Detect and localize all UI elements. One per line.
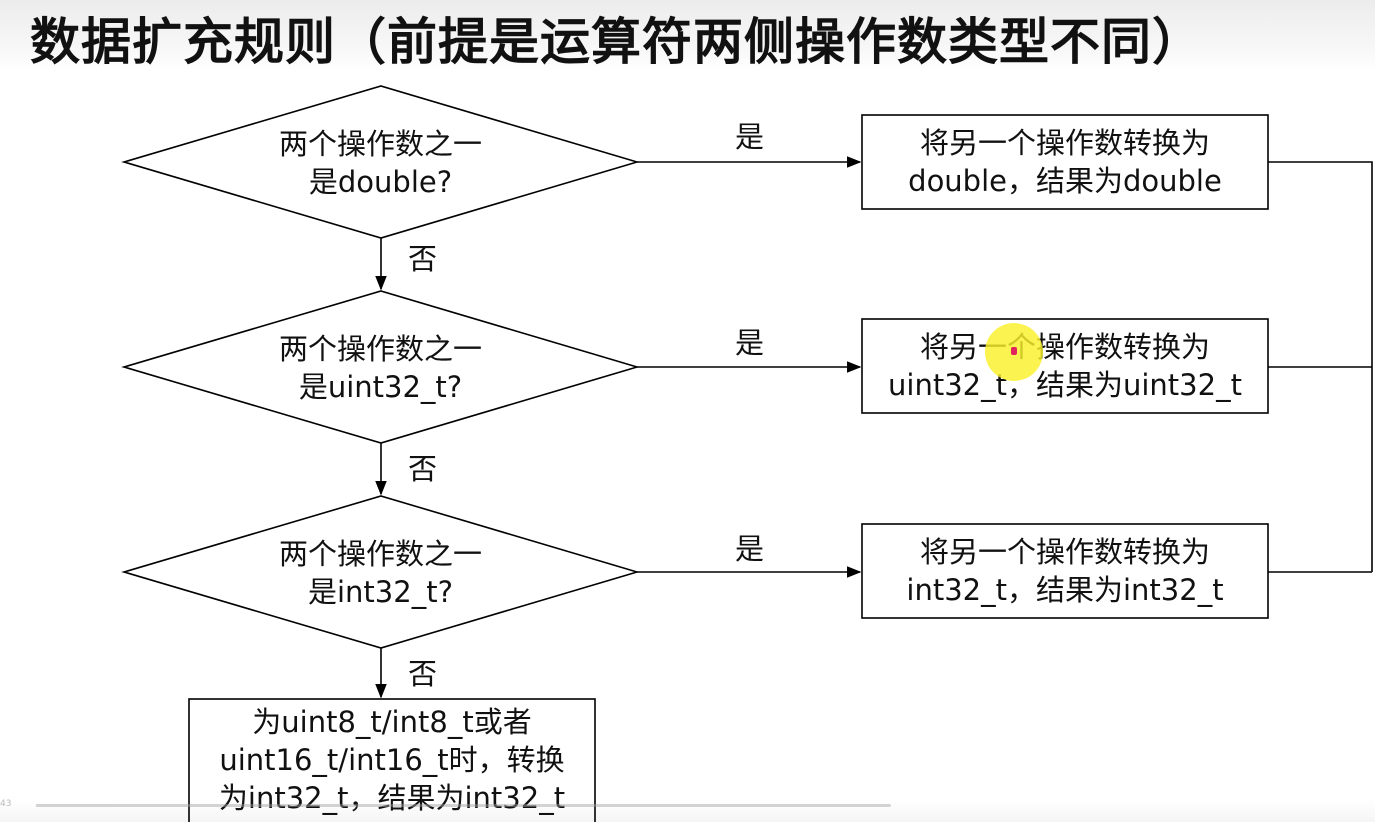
decision-2-line2: 是uint32_t? — [298, 370, 463, 404]
title-bar: 数据扩充规则（前提是运算符两侧操作数类型不同） — [0, 0, 1375, 72]
result-box-int32 — [861, 523, 1269, 619]
result-3-text: 将另一个操作数转换为 int32_t，结果为int32_t — [862, 533, 1268, 609]
result-2-text: 将另一个操作数转换为 uint32_t，结果为uint32_t — [862, 328, 1268, 404]
final-box-text: 为uint8_t/int8_t或者 uint16_t/int16_t时，转换 为… — [189, 703, 595, 817]
decision-3-line2: 是int32_t? — [308, 575, 453, 609]
no-label-1: 否 — [408, 242, 438, 276]
cursor-highlight — [985, 323, 1043, 381]
video-progress-bar[interactable] — [36, 804, 891, 807]
video-player-bar — [0, 800, 1375, 822]
page-title: 数据扩充规则（前提是运算符两侧操作数类型不同） — [30, 13, 1203, 71]
final-box — [188, 698, 596, 822]
no-label-3: 否 — [408, 657, 438, 691]
decision-3-line1: 两个操作数之一 — [278, 537, 482, 571]
result-2-line2: uint32_t，结果为uint32_t — [888, 368, 1242, 402]
final-line3: 为int32_t，结果为int32_t — [218, 781, 566, 815]
result-1-line1: 将另一个操作数转换为 — [919, 126, 1210, 160]
decision-1-text: 两个操作数之一 是double? — [124, 125, 637, 201]
yes-label-1: 是 — [735, 120, 765, 154]
decision-2-text: 两个操作数之一 是uint32_t? — [124, 330, 637, 406]
yes-label-2: 是 — [735, 326, 765, 360]
result-3-line1: 将另一个操作数转换为 — [919, 535, 1210, 569]
merge-connector — [1268, 161, 1373, 572]
final-line1: 为uint8_t/int8_t或者 — [252, 705, 532, 739]
result-box-double — [861, 114, 1269, 210]
result-1-line2: double，结果为double — [908, 164, 1222, 198]
result-2-line1: 将另一个操作数转换为 — [919, 330, 1210, 364]
yes-label-3: 是 — [735, 532, 765, 566]
decision-3-text: 两个操作数之一 是int32_t? — [124, 535, 637, 611]
result-3-line2: int32_t，结果为int32_t — [906, 573, 1224, 607]
time-label: 43 — [0, 799, 12, 809]
decision-1-line2: 是double? — [308, 165, 453, 199]
decision-2-line1: 两个操作数之一 — [278, 332, 482, 366]
video-progress-fill — [36, 804, 113, 807]
no-label-2: 否 — [408, 452, 438, 486]
decision-1-line1: 两个操作数之一 — [278, 127, 482, 161]
result-1-text: 将另一个操作数转换为 double，结果为double — [862, 124, 1268, 200]
final-line2: uint16_t/int16_t时，转换 — [219, 743, 565, 777]
result-box-uint32 — [861, 318, 1269, 414]
